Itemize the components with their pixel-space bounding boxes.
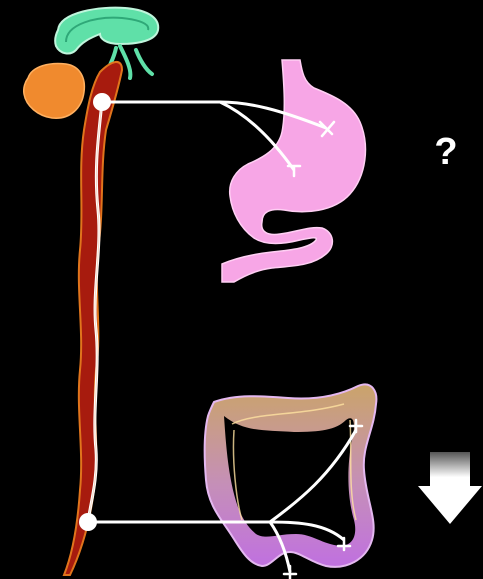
lower-spinal-node — [79, 513, 97, 531]
colon — [205, 384, 377, 566]
pituitary-gland — [24, 64, 85, 119]
question-mark: ? — [428, 130, 464, 174]
down-arrow-icon — [418, 452, 482, 524]
upper-spinal-node — [93, 93, 111, 111]
